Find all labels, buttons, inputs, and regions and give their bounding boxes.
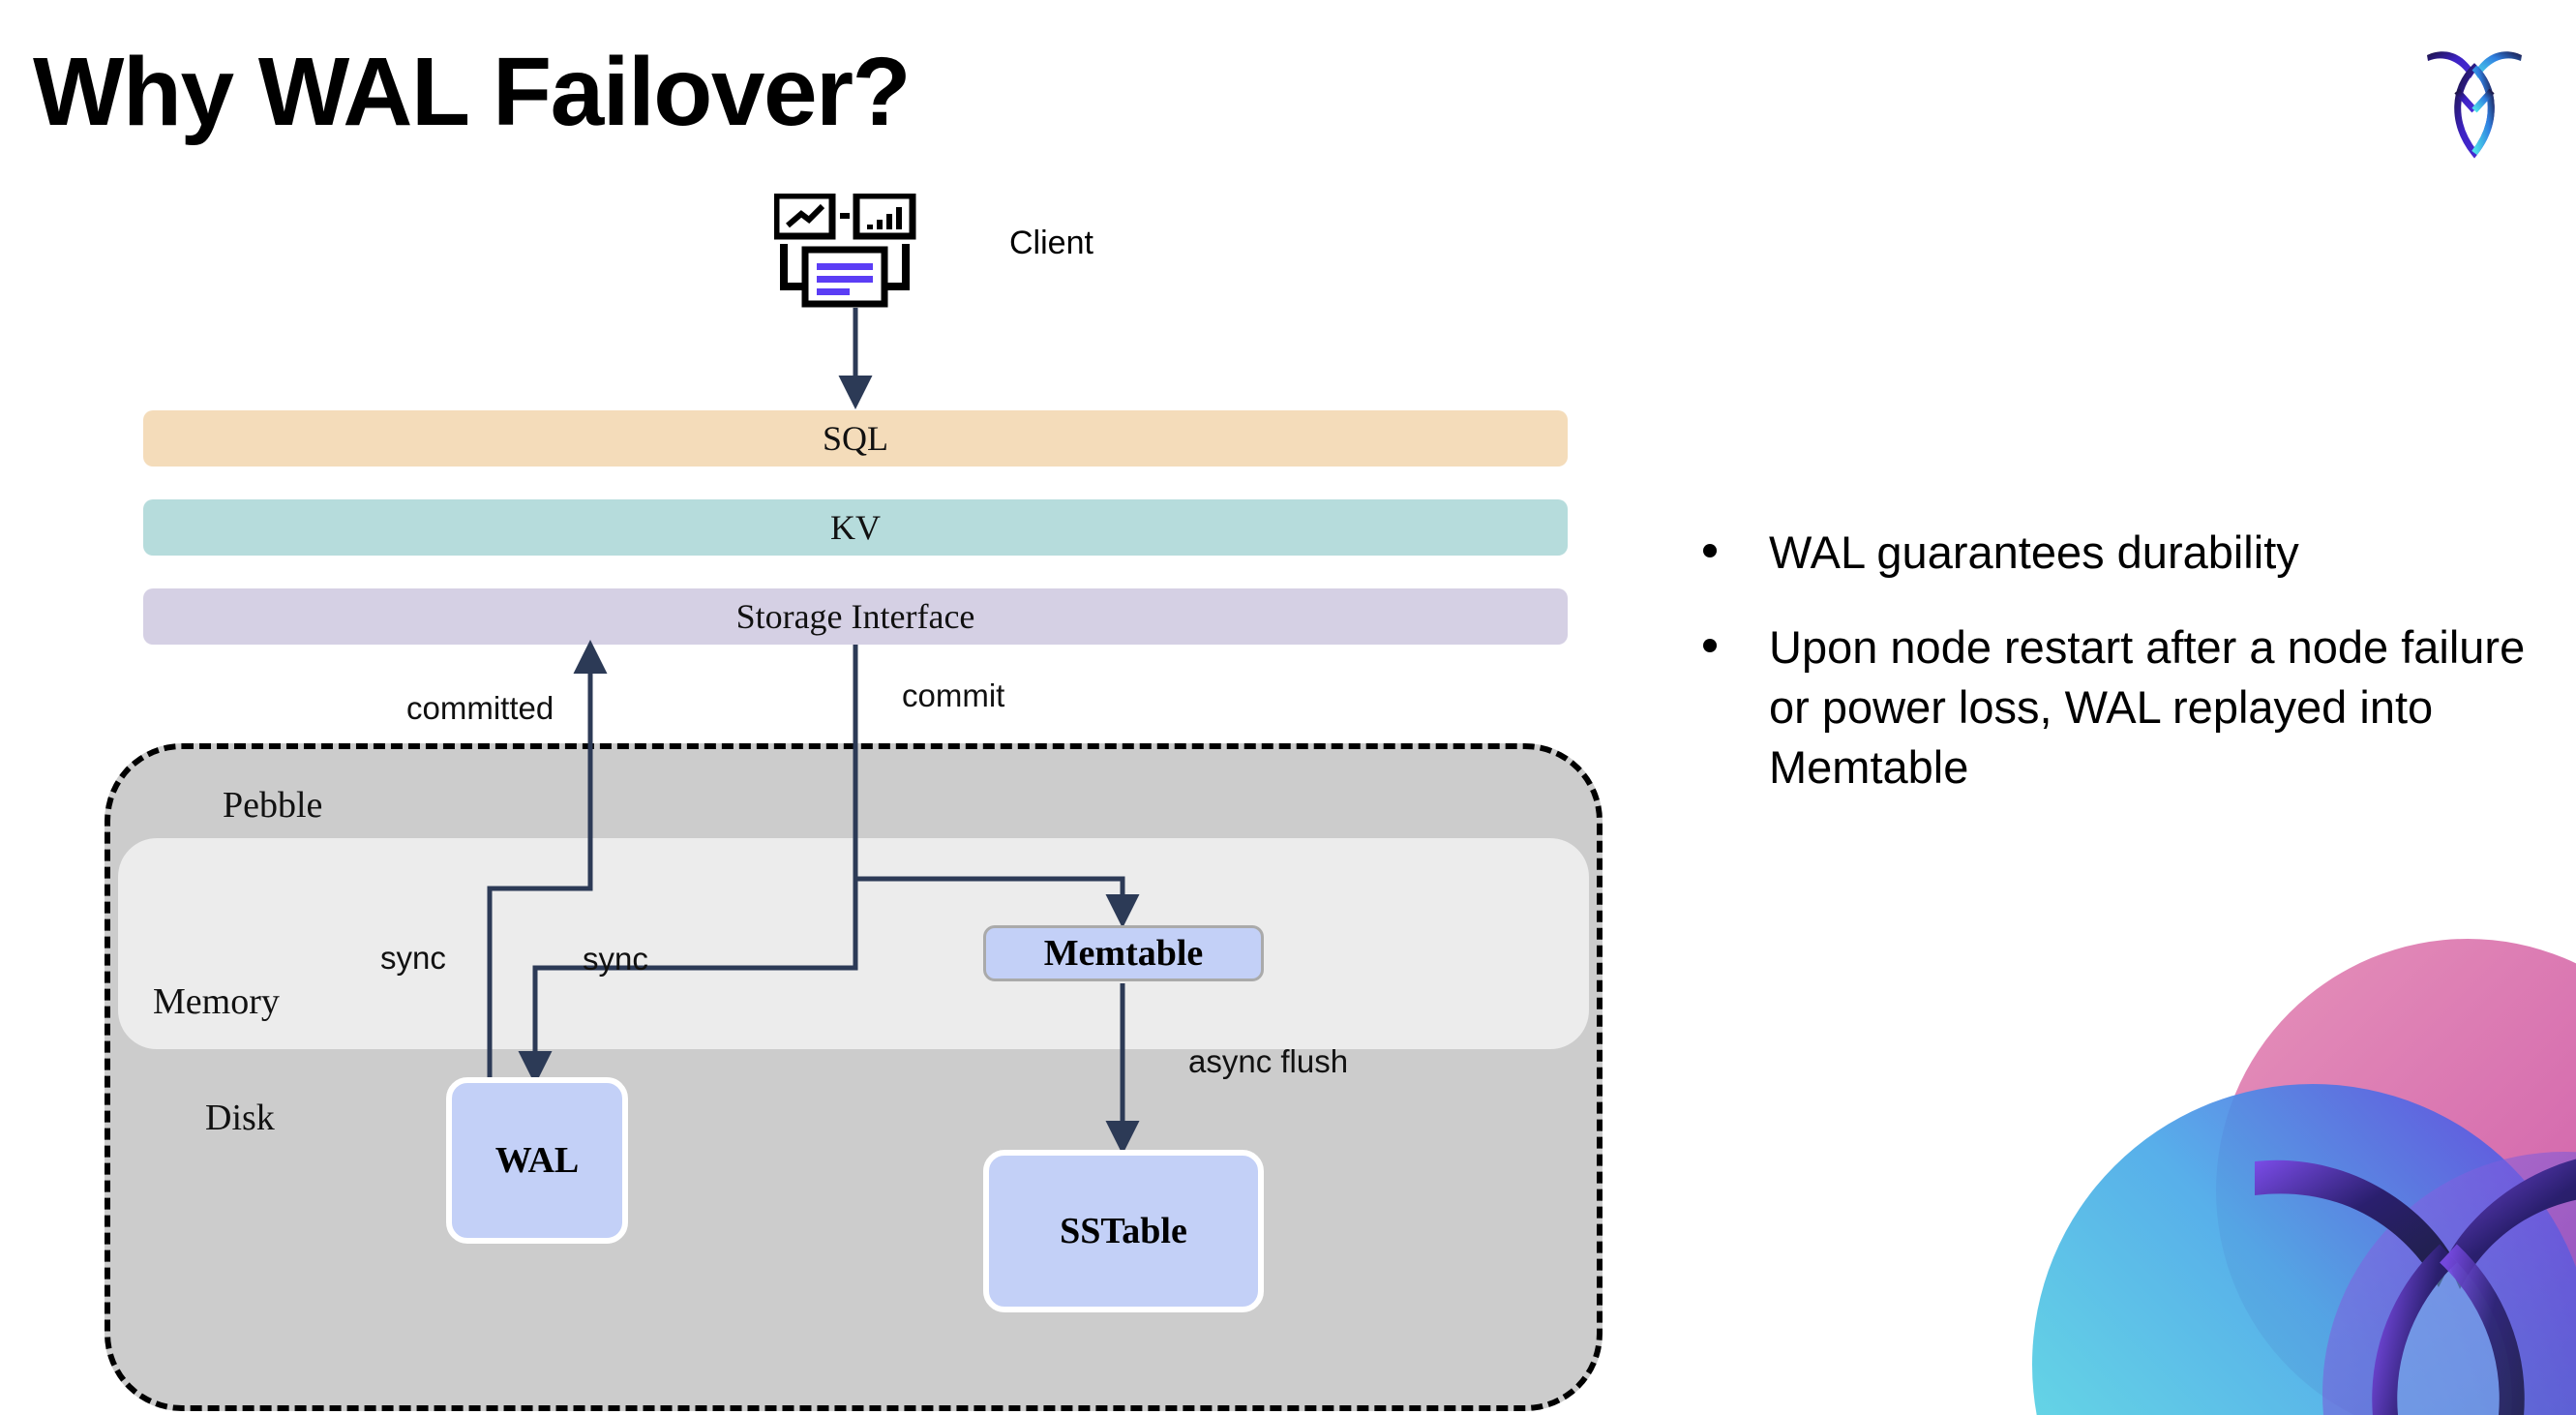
bullet-dot-icon [1703, 639, 1717, 653]
decorative-logo-mark [1964, 910, 2576, 1415]
bullet-text: Upon node restart after a node failure o… [1769, 621, 2526, 794]
client-monitor-icon [772, 192, 929, 310]
cockroachdb-logo-icon [2411, 29, 2537, 174]
bullet-text: WAL guarantees durability [1769, 527, 2299, 578]
page-title: Why WAL Failover? [33, 38, 912, 146]
edge-label-sync-1: sync [380, 940, 446, 976]
list-item: Upon node restart after a node failure o… [1703, 617, 2535, 798]
node-wal: WAL [446, 1077, 628, 1244]
client-label: Client [1009, 225, 1093, 261]
edge-label-sync-2: sync [583, 941, 648, 977]
bullet-list: WAL guarantees durability Upon node rest… [1703, 523, 2535, 832]
node-sstable: SSTable [983, 1150, 1264, 1312]
node-memtable: Memtable [983, 925, 1264, 981]
layer-bar-storage-interface: Storage Interface [143, 588, 1568, 645]
disk-label: Disk [205, 1098, 275, 1138]
layer-bar-kv: KV [143, 499, 1568, 556]
edge-label-commit: commit [902, 677, 1005, 713]
edge-label-committed: committed [406, 690, 554, 726]
list-item: WAL guarantees durability [1703, 523, 2535, 583]
bullet-dot-icon [1703, 544, 1717, 557]
layer-bar-sql: SQL [143, 410, 1568, 467]
memory-region [118, 838, 1589, 1049]
memory-label: Memory [153, 981, 280, 1022]
pebble-label: Pebble [223, 785, 323, 826]
architecture-diagram: Client SQL KV Storage Interface Pebble M… [105, 192, 1603, 1411]
edge-label-async-flush: async flush [1188, 1043, 1349, 1079]
